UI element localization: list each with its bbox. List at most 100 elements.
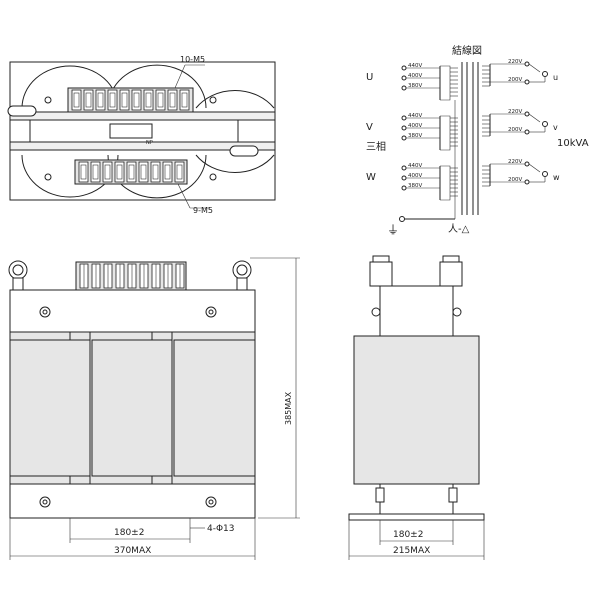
secondary-tap-terminal bbox=[524, 79, 530, 85]
terminal bbox=[95, 89, 106, 111]
upper-terminal-leader bbox=[174, 64, 186, 89]
terminal-post-cap bbox=[372, 255, 390, 262]
terminal bbox=[150, 161, 161, 183]
capacity-label: 10kVA bbox=[557, 138, 589, 149]
secondary-phase-u: u bbox=[553, 73, 558, 82]
side-pitch-label: 180±2 bbox=[393, 530, 423, 540]
frame-bolt-center bbox=[208, 499, 214, 505]
upper-frame-band bbox=[9, 111, 276, 121]
terminal bbox=[155, 89, 166, 111]
secondary-tap-terminal bbox=[524, 61, 530, 67]
terminal-screw bbox=[104, 164, 111, 180]
terminal-screw bbox=[121, 92, 128, 108]
upper-clamp-frame bbox=[9, 289, 256, 333]
primary-tap-label: 380V bbox=[408, 133, 422, 139]
terminal-screw bbox=[140, 164, 147, 180]
terminal-screw bbox=[109, 92, 116, 108]
top-view: NP 10-M5 9-M5 bbox=[7, 55, 276, 215]
secondary-output-terminal bbox=[542, 71, 548, 77]
primary-phase-u: U bbox=[366, 72, 373, 83]
frame-bolt bbox=[205, 496, 217, 508]
secondary-tap-terminal bbox=[524, 161, 530, 167]
terminal bbox=[179, 89, 190, 111]
bolt-hole bbox=[209, 96, 217, 104]
terminal bbox=[138, 161, 149, 183]
secondary-output-terminal bbox=[542, 121, 548, 127]
terminal-screw bbox=[157, 92, 164, 108]
terminal bbox=[167, 89, 178, 111]
primary-tap-label: 440V bbox=[408, 63, 422, 69]
terminal bbox=[78, 161, 89, 183]
lower-terminals bbox=[78, 161, 185, 183]
frame-bolt-center bbox=[42, 309, 48, 315]
secondary-tap-terminal bbox=[524, 129, 530, 135]
lifting-eye-left bbox=[7, 105, 37, 117]
primary-coil-box bbox=[440, 115, 451, 151]
bracket-bolt bbox=[371, 307, 381, 317]
bolt-hole bbox=[44, 96, 52, 104]
terminal bbox=[102, 161, 113, 183]
phase-label: 三相 bbox=[366, 140, 386, 153]
coil-spacer bbox=[69, 331, 91, 341]
frame-bolt-center bbox=[208, 309, 214, 315]
primary-tap-terminal bbox=[401, 135, 407, 141]
upper-terminal-label: 10-M5 bbox=[180, 55, 205, 64]
secondary-output-line bbox=[528, 63, 541, 73]
hole-label: 4-Φ13 bbox=[207, 524, 235, 534]
bolt-hole bbox=[209, 173, 217, 181]
terminal bbox=[71, 89, 82, 111]
bolt-hole bbox=[44, 173, 52, 181]
width-dim-label: 370MAX bbox=[114, 546, 151, 556]
secondary-tap-label: 200V bbox=[508, 177, 522, 183]
terminal-screw bbox=[85, 92, 92, 108]
terminal-screw bbox=[133, 92, 140, 108]
primary-tap-terminal bbox=[401, 85, 407, 91]
side-coil bbox=[353, 335, 480, 485]
primary-tap-terminal bbox=[401, 125, 407, 131]
primary-tap-label: 440V bbox=[408, 163, 422, 169]
front-view: 385MAX 180±2 4-Φ13 370MAX bbox=[8, 257, 300, 560]
coil-spacer bbox=[151, 331, 173, 341]
terminal-screw bbox=[97, 92, 104, 108]
terminal bbox=[131, 89, 142, 111]
lower-bracket-foot bbox=[448, 487, 458, 503]
frame-bolt-center bbox=[42, 499, 48, 505]
coil-spacer bbox=[69, 475, 91, 485]
terminal-screw bbox=[176, 164, 183, 180]
secondary-tap-label: 200V bbox=[508, 77, 522, 83]
terminal bbox=[114, 161, 125, 183]
terminal-post-cap bbox=[442, 255, 460, 262]
bracket-bolt bbox=[452, 307, 462, 317]
lower-clamp-frame bbox=[9, 483, 256, 519]
front-terminals bbox=[79, 263, 185, 289]
terminal bbox=[90, 161, 101, 183]
wiring-phases: 440V400V380V440V400V380V440V400V380V220V… bbox=[401, 59, 548, 219]
primary-tap-terminal bbox=[401, 115, 407, 121]
primary-tap-label: 380V bbox=[408, 83, 422, 89]
wiring-diagram: 結線図 三相 10kVA 440V400V380V440V400V380V440… bbox=[366, 44, 589, 237]
lower-terminal-leader bbox=[177, 183, 191, 209]
primary-tap-label: 400V bbox=[408, 73, 422, 79]
terminal-screw bbox=[128, 164, 135, 180]
secondary-tap-label: 200V bbox=[508, 127, 522, 133]
terminal-screw bbox=[145, 92, 152, 108]
terminal-post-right bbox=[439, 261, 463, 287]
terminal bbox=[143, 89, 154, 111]
side-depth-label: 215MAX bbox=[393, 546, 430, 556]
secondary-output-line bbox=[528, 113, 541, 123]
upper-bracket bbox=[379, 285, 454, 337]
ground-symbol: ⏚ bbox=[387, 223, 399, 237]
coil-right bbox=[173, 339, 256, 477]
secondary-tap-label: 220V bbox=[508, 109, 522, 115]
secondary-tap-label: 220V bbox=[508, 59, 522, 65]
secondary-tap-terminal bbox=[524, 179, 530, 185]
coil-arc-3 bbox=[195, 89, 275, 109]
terminal bbox=[83, 89, 94, 111]
terminal-screw bbox=[181, 92, 188, 108]
ground-terminal bbox=[399, 216, 405, 222]
side-view: 180±2 215MAX bbox=[348, 255, 485, 560]
primary-tap-terminal bbox=[401, 165, 407, 171]
lifting-eye-right-neck bbox=[236, 277, 248, 291]
coil-arc-6 bbox=[195, 154, 275, 174]
primary-tap-terminal bbox=[401, 185, 407, 191]
